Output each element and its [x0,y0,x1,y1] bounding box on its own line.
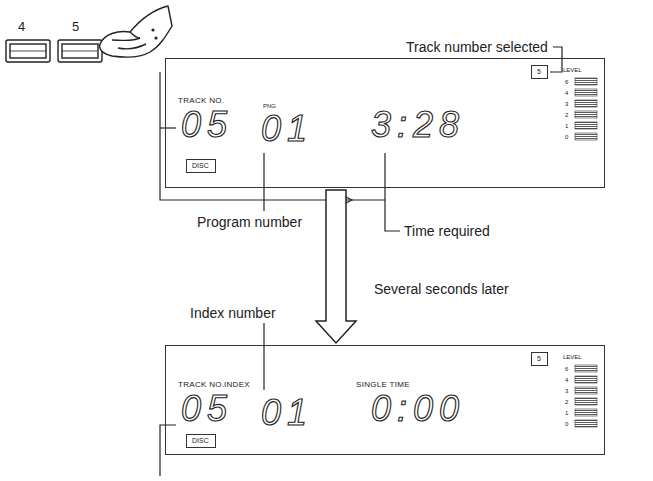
level-number: 3 [565,101,568,107]
button-row [6,40,102,62]
track-digits: 05 [181,107,233,143]
box-label: DISC [187,160,215,171]
box-label: 5 [532,66,547,77]
box-label: 5 [532,353,547,364]
disc-indicator: DISC [186,434,216,448]
button-number: 5 [72,20,79,33]
display-legend: INDEX [224,381,250,389]
level-number: 0 [565,421,568,427]
display-legend: PNG [263,103,276,109]
callout-label: Track number selected [404,40,550,54]
track-digits: 05 [181,391,233,427]
level-number: 1 [565,123,568,129]
track-box: 5 [531,65,548,79]
disc-indicator: DISC [186,159,216,173]
callout-label: Index number [188,306,278,320]
level-number: 3 [565,388,568,394]
level-number: 2 [565,112,568,118]
level-number: 6 [565,79,568,85]
display-legend: SINGLE TIME [356,381,410,389]
program-digits: 01 [261,111,313,147]
level-number: 4 [565,377,568,383]
button-number: 4 [18,20,25,33]
index-digits: 01 [261,395,313,431]
time-digits: 0:00 [371,391,465,427]
level-legend: LEVEL [563,354,582,360]
track-box: 5 [531,352,548,366]
callout-label: Time required [402,224,492,238]
time-digits: 3:28 [371,107,465,143]
level-number: 1 [565,410,568,416]
leader-lines [160,47,562,476]
callout-label: Program number [195,215,304,229]
level-number: 0 [565,134,568,140]
flow-arrow [316,190,356,343]
pressing-hand [100,6,172,57]
level-meter [575,78,597,427]
display-legend: TRACK NO. [178,97,224,105]
level-number: 2 [565,399,568,405]
display-panel: TRACK NO. PNG 05 01 3:28 LEVEL 6 4 3 2 1 0DISC 5 [165,58,605,188]
edge-label: Several seconds later [372,282,511,296]
box-label: DISC [187,435,215,446]
level-number: 4 [565,90,568,96]
display-panel: TRACK NO.INDEXSINGLE TIME05010:00LEVEL64… [165,345,605,455]
level-legend: LEVEL [563,67,582,73]
display-legend: TRACK NO. [178,381,224,389]
level-number: 6 [565,366,568,372]
